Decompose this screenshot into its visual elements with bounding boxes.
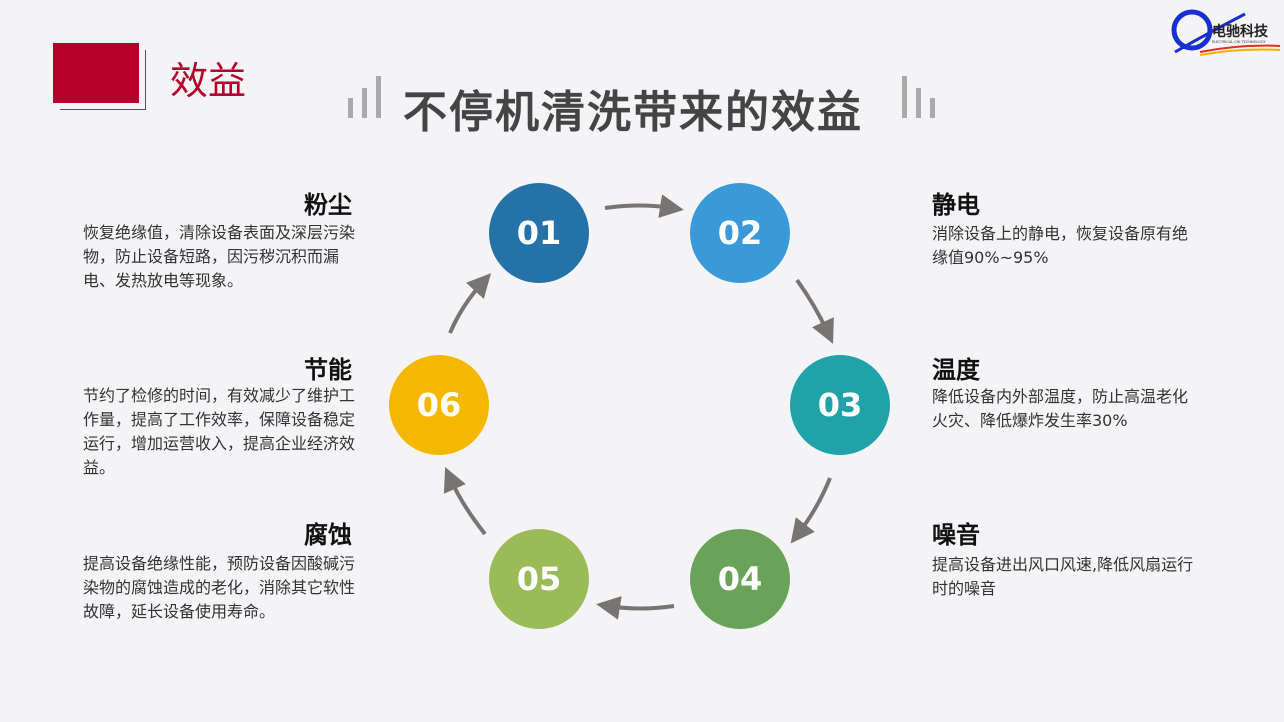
step-circle-05: 05 xyxy=(489,529,589,629)
title-decor xyxy=(348,98,353,118)
company-logo: 电驰科技 ELECTRICAL CHI TECHNOLOGY xyxy=(1170,2,1281,61)
text-temperature: 降低设备内外部温度，防止高温老化火灾、降低爆炸发生率30% xyxy=(932,387,1189,430)
text-energy: 节约了检修的时间，有效减少了维护工作量，提高了工作效率，保障设备稳定运行，增加运… xyxy=(83,386,356,477)
step-circle-04: 04 xyxy=(690,529,790,629)
heading-dust: 粉尘 xyxy=(304,191,352,219)
arrow-04-05 xyxy=(596,595,675,620)
step-circle-03: 03 xyxy=(790,355,890,455)
arrow-02-03 xyxy=(795,278,834,344)
arrow-05-06 xyxy=(443,467,487,536)
heading-energy: 节能 xyxy=(304,356,352,384)
title-decor xyxy=(376,76,381,118)
heading-temperature: 温度 xyxy=(932,356,980,384)
page-title: 不停机清洗带来的效益 xyxy=(403,87,863,138)
section-title: 效益 xyxy=(170,59,247,103)
text-static: 消除设备上的静电，恢复设备原有绝缘值90%~95% xyxy=(932,224,1189,267)
arrow-06-01 xyxy=(448,273,492,334)
arrow-03-04 xyxy=(790,477,832,544)
title-decor xyxy=(916,88,921,118)
step-circle-06: 06 xyxy=(389,355,489,455)
svg-text:ELECTRICAL CHI TECHNOLOGY: ELECTRICAL CHI TECHNOLOGY xyxy=(1212,40,1266,44)
section-marker xyxy=(53,43,139,103)
heading-noise: 噪音 xyxy=(932,521,980,549)
heading-static: 静电 xyxy=(932,191,980,219)
text-dust: 恢复绝缘值，清除设备表面及深层污染物，防止设备短路，因污秽沉积而漏电、发热放电等… xyxy=(83,223,356,290)
heading-corrosion: 腐蚀 xyxy=(304,521,352,549)
title-decor xyxy=(930,98,935,118)
step-circle-01: 01 xyxy=(489,183,589,283)
title-decor xyxy=(362,88,367,118)
arrow-01-02 xyxy=(604,194,684,219)
text-noise: 提高设备进出风口风速,降低风扇运行时的噪音 xyxy=(932,555,1194,598)
decor-frame xyxy=(60,50,146,110)
title-decor xyxy=(902,76,907,118)
step-circle-02: 02 xyxy=(690,183,790,283)
text-corrosion: 提高设备绝缘性能，预防设备因酸碱污染物的腐蚀造成的老化，消除其它软性故障，延长设… xyxy=(83,554,356,621)
svg-text:电驰科技: 电驰科技 xyxy=(1212,23,1269,40)
